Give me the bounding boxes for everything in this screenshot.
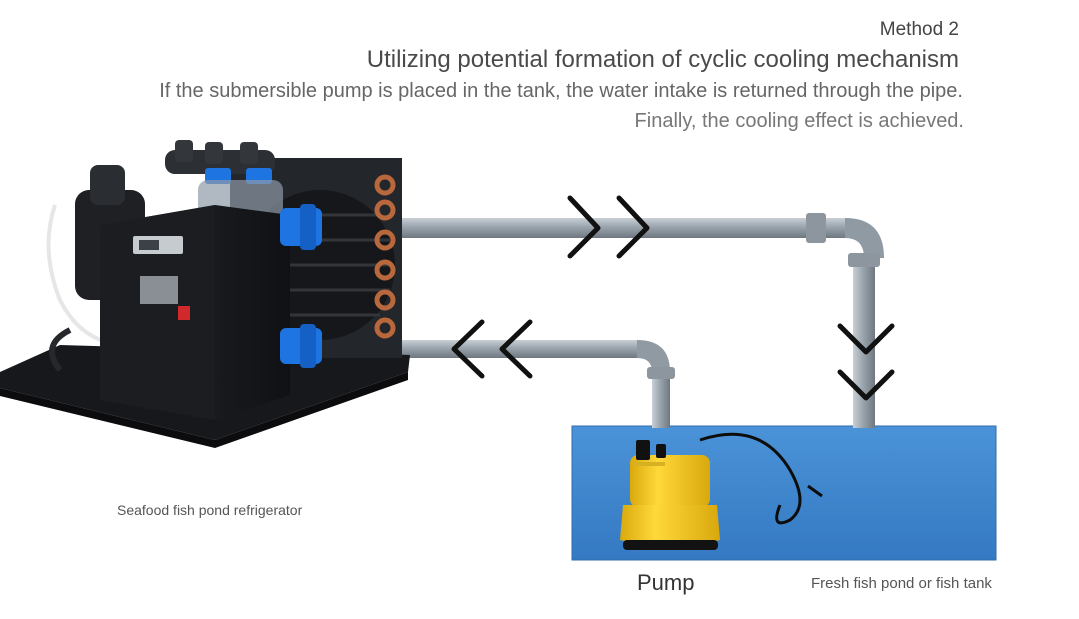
tank-label: Fresh fish pond or fish tank	[811, 575, 992, 592]
pump-label: Pump	[637, 570, 694, 596]
chiller-unit	[0, 140, 410, 448]
chiller-label: Seafood fish pond refrigerator	[117, 502, 302, 518]
